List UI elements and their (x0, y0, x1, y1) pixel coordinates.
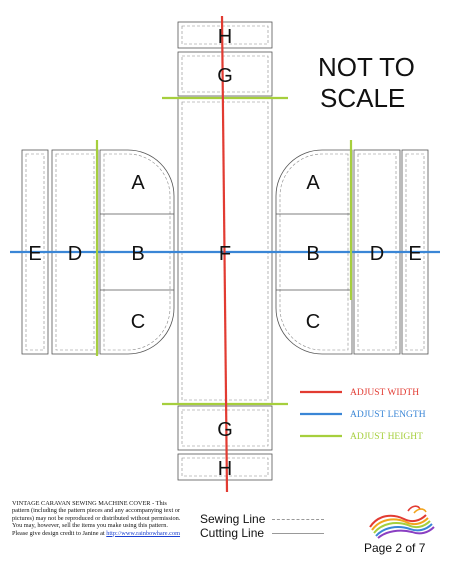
piece-h-top (177, 21, 273, 49)
adjust-width-line (220, 15, 229, 493)
rainbow-hare-logo (369, 505, 435, 539)
label-e-right: E (408, 243, 421, 265)
label-g-bottom: G (217, 419, 233, 441)
label-f: F (219, 243, 231, 265)
adjust-legend: ADJUST WIDTH ADJUST LENGTH ADJUST HEIGHT (300, 388, 426, 442)
label-h-top: H (218, 26, 232, 48)
line-key: Sewing Line Cutting Line (200, 512, 330, 540)
label-c-right: C (306, 311, 320, 333)
label-b-left: B (131, 243, 144, 265)
legend-height-label: ADJUST HEIGHT (350, 432, 423, 442)
label-h-bottom: H (218, 458, 232, 480)
label-e-left: E (28, 243, 41, 265)
label-g-top: G (217, 65, 233, 87)
copyright-note: VINTAGE CARAVAN SEWING MACHINE COVER - T… (12, 500, 182, 537)
sewing-line-sample (272, 518, 324, 520)
not-to-scale-line1: NOT TO (318, 52, 415, 82)
cutting-line-sample (272, 532, 324, 534)
sewing-line-key: Sewing Line (200, 512, 330, 526)
piece-abc-right (275, 149, 353, 355)
label-a-right: A (306, 172, 320, 194)
not-to-scale-line2: SCALE (320, 83, 405, 113)
cutting-line-label: Cutting Line (200, 526, 265, 540)
cutting-line-key: Cutting Line (200, 526, 330, 540)
website-link[interactable]: http://www.rainbowhare.com (106, 529, 181, 537)
piece-abc-left (99, 149, 175, 355)
label-d-right: D (370, 243, 384, 265)
label-c-left: C (131, 311, 145, 333)
label-a-left: A (131, 172, 145, 194)
piece-h-bottom (177, 453, 273, 481)
label-d-left: D (68, 243, 82, 265)
page-number: Page 2 of 7 (364, 541, 426, 555)
legend-length-label: ADJUST LENGTH (350, 410, 426, 420)
legend-width-label: ADJUST WIDTH (350, 388, 419, 398)
piece-g-top (177, 51, 273, 97)
copyright-text: VINTAGE CARAVAN SEWING MACHINE COVER - T… (12, 500, 181, 537)
sewing-line-label: Sewing Line (200, 512, 266, 526)
label-b-right: B (306, 243, 319, 265)
